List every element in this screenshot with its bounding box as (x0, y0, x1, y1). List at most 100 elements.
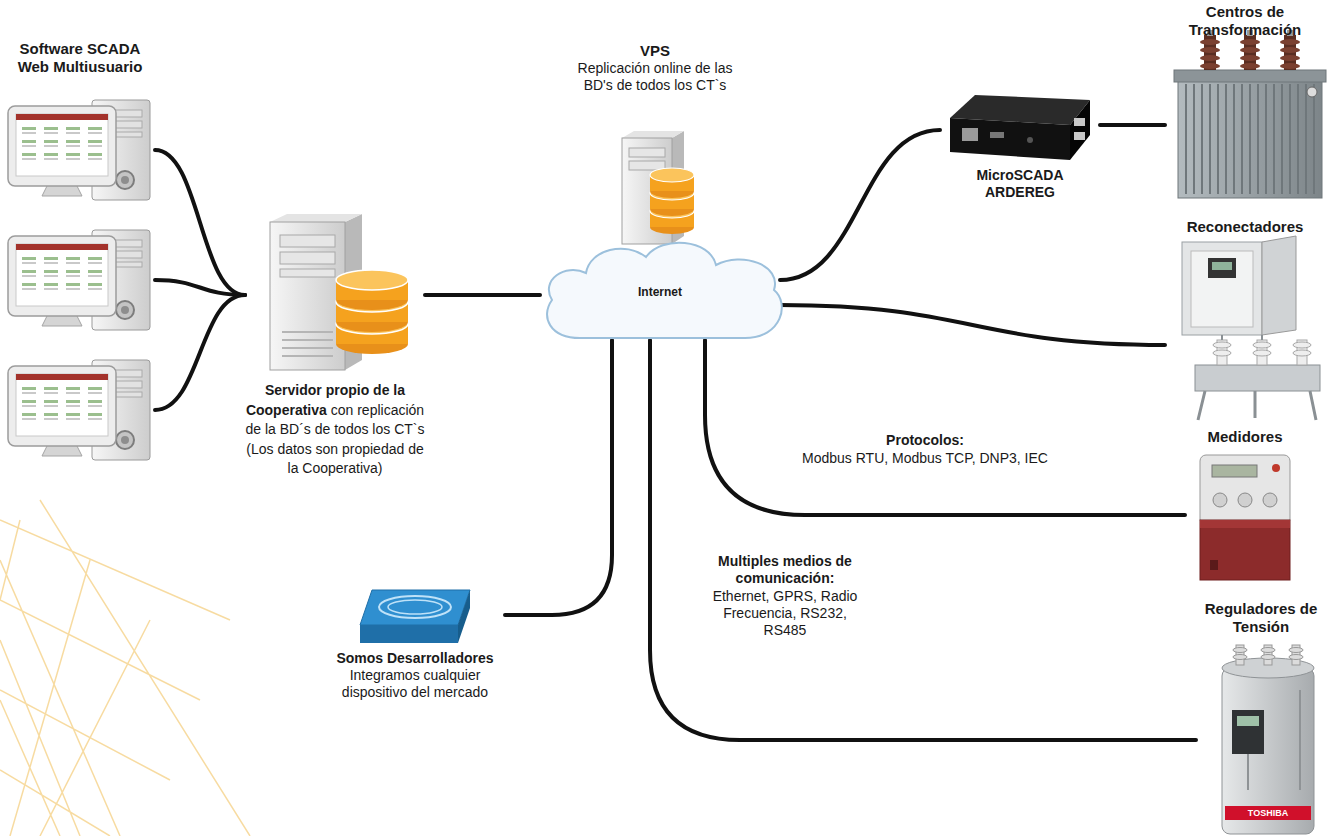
transformer-picture (1307, 87, 1317, 97)
microscada-device-icon (990, 132, 1004, 138)
microscada-device-icon (1074, 132, 1085, 140)
caption-block: Medidores (1185, 428, 1305, 446)
transformer-picture (1200, 63, 1220, 69)
illustration-space (1165, 236, 1325, 411)
caption-block: Servidor propio de la Cooperativacon rep… (245, 380, 425, 478)
regulator-picture (1222, 668, 1314, 834)
illustration-space (5, 77, 155, 467)
recloser-picture (1253, 342, 1271, 348)
microscada-device-icon (1070, 100, 1090, 160)
server-icon (270, 214, 408, 370)
node-heading: Centros de Transformación (1165, 3, 1325, 40)
connector-line (155, 150, 245, 295)
regulator-picture (1248, 690, 1300, 790)
recloser-picture (1208, 258, 1236, 278)
meter-picture (1212, 465, 1257, 477)
transformer-picture (1240, 47, 1260, 53)
caption-block: Reguladores de Tensión (1196, 600, 1326, 637)
caption-block: Software SCADA Web Multiusuario (5, 40, 155, 77)
microscada-device: MicroSCADA ARDEREG (940, 95, 1100, 201)
node-heading: Reguladores de Tensión (1196, 600, 1326, 637)
recloser-picture (1195, 365, 1320, 391)
meter-picture (1238, 493, 1252, 507)
server-icon (280, 235, 335, 247)
tower-lattice-watermark (0, 500, 250, 836)
server-icon (336, 270, 408, 290)
illustration-space (1185, 446, 1305, 596)
transformer-picture (1174, 70, 1326, 82)
vps-server-icon (650, 168, 694, 182)
developer-block-icon (360, 625, 458, 643)
server-icon (282, 332, 333, 356)
server-icon (280, 252, 335, 264)
transformer-picture (1178, 80, 1322, 198)
recloser-picture (1182, 236, 1320, 420)
microscada-device-icon (962, 128, 978, 141)
regulator-picture (1261, 648, 1275, 653)
media-heading: Multiples medios de comunicación: (700, 553, 870, 587)
node-heading: Software SCADA Web Multiusuario (14, 40, 146, 77)
workstation-icons (8, 100, 150, 200)
node-heading: Somos Desarrolladores (325, 650, 505, 667)
recloser-picture (1198, 391, 1316, 420)
regulator-picture (1233, 645, 1303, 665)
connector-line (155, 280, 245, 295)
node-heading: MicroSCADA ARDEREG (964, 167, 1076, 201)
transformer-picture (1240, 63, 1260, 69)
vps-server-icon (629, 148, 665, 157)
recloser: Reconectadores (1165, 218, 1325, 411)
voltage-regulator: Reguladores de Tensión (1196, 600, 1326, 832)
transformer-picture (1174, 30, 1326, 198)
connector-line (155, 295, 245, 410)
node-heading: VPS (575, 42, 735, 60)
protocol-list: Modbus RTU, Modbus TCP, DNP3, IEC (790, 450, 1060, 467)
workstation-group: Software SCADA Web Multiusuario (5, 40, 155, 467)
recloser-picture (1262, 236, 1296, 335)
server-icon (280, 269, 335, 277)
regulator-picture (1225, 806, 1311, 820)
connector-line (1100, 123, 1165, 127)
microscada-device-icon (1074, 118, 1085, 126)
regulator-picture (1233, 655, 1247, 660)
regulator-picture (1222, 645, 1314, 834)
brand-text: TOSHIBA (1225, 806, 1311, 820)
transformer-picture (1280, 39, 1300, 45)
transformer-picture (1200, 39, 1300, 69)
workstation-icons (8, 360, 150, 460)
recloser-picture (1182, 242, 1262, 335)
illustration-space (1196, 637, 1326, 832)
connector-line (650, 340, 1196, 740)
server-icon (270, 214, 362, 222)
transformer-picture (1186, 84, 1314, 194)
caption-block: Somos DesarrolladoresIntegramos cualquie… (325, 650, 505, 701)
vps-server: VPSReplicación online de las BD's de tod… (575, 42, 735, 212)
meter-picture (1200, 455, 1290, 580)
recloser-picture (1213, 342, 1231, 348)
recloser-picture (1222, 335, 1262, 340)
illustration-space (575, 94, 735, 212)
developer-block-icon (379, 596, 451, 618)
caption-block: Internet (540, 235, 780, 300)
regulator-picture (1289, 648, 1303, 653)
node-body: Integramos cualquier dispositivo del mer… (330, 667, 500, 701)
media-list: Ethernet, GPRS, Radio Frecuencia, RS232,… (700, 588, 870, 639)
connector-line (780, 130, 940, 280)
server-icon (270, 222, 345, 370)
developer-block-icon (458, 590, 470, 643)
recloser-picture (1213, 340, 1311, 365)
node-heading: Internet (540, 285, 780, 300)
recloser-picture (1191, 251, 1253, 327)
recloser-picture (1213, 350, 1231, 356)
workstation-icons (8, 230, 150, 330)
regulator-picture (1237, 716, 1259, 726)
connector-line (505, 340, 612, 615)
developer-block: Somos DesarrolladoresIntegramos cualquie… (325, 588, 505, 701)
transformer-picture (1280, 55, 1300, 61)
node-heading: Medidores (1185, 428, 1305, 446)
node-heading: Reconectadores (1165, 218, 1325, 236)
transformer-picture (1240, 39, 1260, 45)
transformer-picture (1200, 39, 1220, 45)
regulator-picture (1289, 655, 1303, 660)
